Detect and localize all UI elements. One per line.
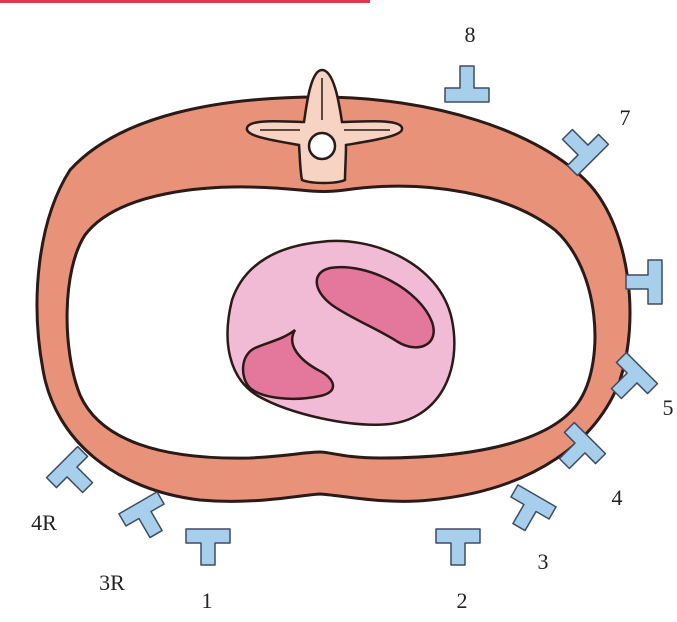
electrode-label-2: 2 [457, 588, 468, 613]
electrode-label-1: 1 [202, 588, 213, 613]
electrode-label-5: 5 [663, 395, 674, 420]
electrode-8-icon [445, 66, 489, 102]
electrode-3r-icon [119, 492, 175, 545]
electrode-2-icon [436, 529, 480, 565]
electrode-label-3: 3 [538, 549, 549, 574]
electrode-label-4r: 4R [31, 510, 57, 535]
electrode-1-icon [186, 529, 230, 565]
spinal-canal [309, 133, 335, 159]
electrode-6-icon [626, 260, 662, 304]
electrode-label-8: 8 [465, 22, 476, 47]
electrode-3-icon [500, 485, 556, 538]
electrode-label-3r: 3R [99, 570, 125, 595]
electrode-label-4: 4 [612, 485, 623, 510]
electrode-label-7: 7 [620, 105, 631, 130]
